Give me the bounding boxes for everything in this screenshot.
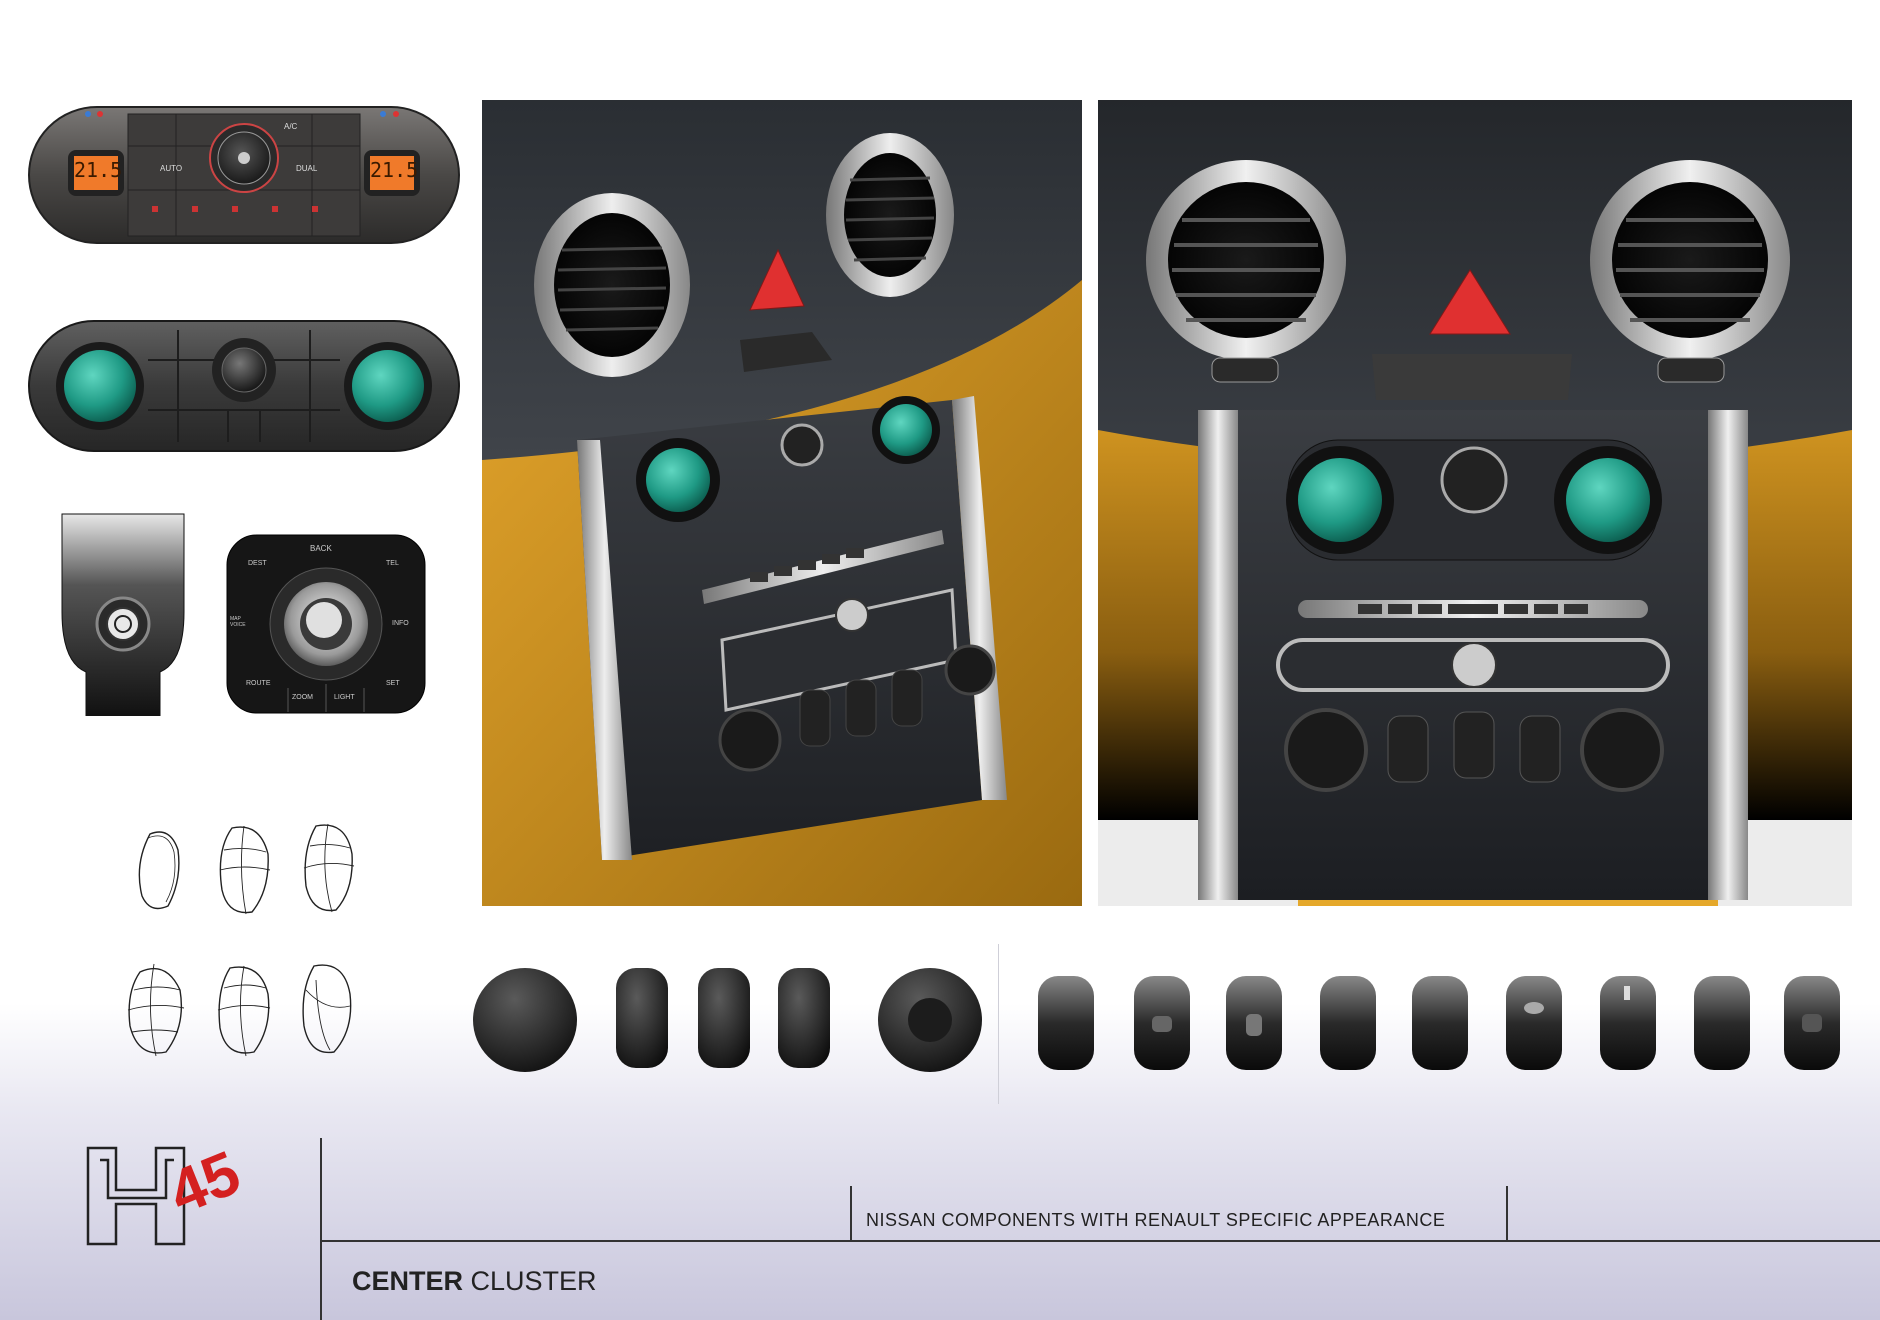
light-button[interactable]: LIGHT <box>334 694 355 701</box>
tel-button[interactable]: TEL <box>386 560 399 567</box>
h45-logo <box>86 1146 276 1246</box>
footer-vertical-divider-3 <box>1506 1186 1508 1242</box>
component-divider <box>998 944 999 1104</box>
page-title-regular: CLUSTER <box>470 1266 597 1296</box>
dest-button[interactable]: DEST <box>248 560 267 567</box>
switch-components-set-a <box>470 964 990 1074</box>
route-button[interactable]: ROUTE <box>246 680 271 687</box>
center-cluster-render-front <box>1098 100 1852 906</box>
climate-control-panel: 21.5 21.5 AUTO DUAL A/C <box>28 106 460 244</box>
footer-vertical-divider-2 <box>850 1186 852 1242</box>
switch-components-set-b <box>1034 970 1840 1076</box>
page-title-bold: CENTER <box>352 1266 464 1296</box>
page-title: CENTER CLUSTER <box>352 1266 597 1297</box>
info-button[interactable]: INFO <box>392 620 409 627</box>
map-voice-button[interactable]: MAP VOICE <box>230 616 246 628</box>
lcd-temp-right: 21.5 <box>370 158 419 182</box>
multimedia-controller: BACK DEST TEL MAP VOICE INFO ROUTE ZOOM … <box>226 534 426 714</box>
set-button[interactable]: SET <box>386 680 400 687</box>
button-sketches <box>120 820 380 1070</box>
ac-label: A/C <box>284 122 298 131</box>
dual-label: DUAL <box>296 164 318 173</box>
lcd-temp-left: 21.5 <box>74 158 123 182</box>
footer-vertical-divider-1 <box>320 1138 322 1320</box>
center-cluster-render-perspective <box>482 100 1082 906</box>
engine-start-module <box>60 512 186 716</box>
auto-label: AUTO <box>160 164 183 173</box>
footer-horizontal-rule <box>320 1240 1880 1242</box>
back-button[interactable]: BACK <box>310 544 332 553</box>
footer-subtitle: NISSAN COMPONENTS WITH RENAULT SPECIFIC … <box>866 1210 1446 1230</box>
teal-knob-panel <box>28 320 460 452</box>
zoom-button[interactable]: ZOOM <box>292 694 313 701</box>
